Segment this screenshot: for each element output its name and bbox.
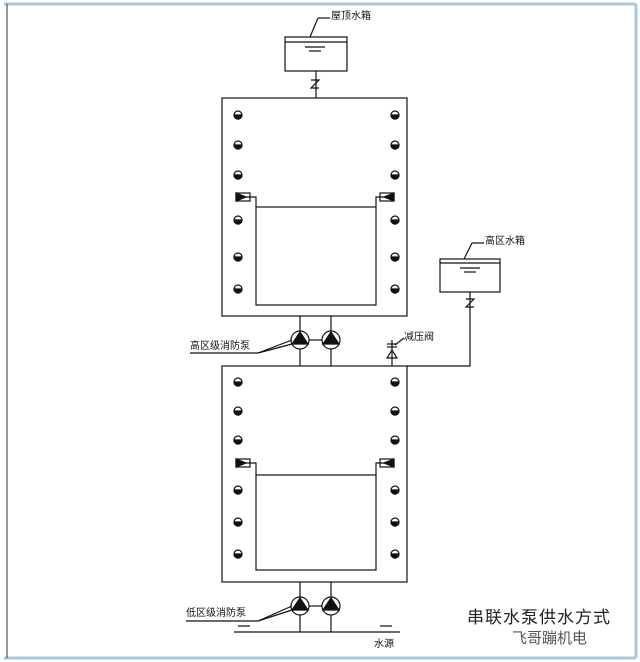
watermark: 飞哥蹦机电 bbox=[512, 629, 588, 647]
high-zone-tank-label: 高区水箱 bbox=[485, 236, 525, 247]
pressure-valve-label: 减压阀 bbox=[404, 332, 434, 343]
roof-tank-label: 屋顶水箱 bbox=[331, 11, 371, 22]
lower-building bbox=[221, 365, 408, 583]
diagram-title: 串联水泵供水方式 bbox=[467, 608, 611, 628]
water-source-label: 水源 bbox=[374, 639, 394, 650]
high-zone-pumps bbox=[190, 316, 341, 366]
roof-tank bbox=[284, 17, 348, 98]
low-zone-pumps-label: 低区级消防泵 bbox=[186, 608, 246, 619]
sprinkler-heads bbox=[233, 110, 400, 559]
upper-building bbox=[221, 97, 408, 317]
high-zone-tank bbox=[385, 242, 501, 367]
high-zone-pumps-label: 高区级消防泵 bbox=[190, 341, 250, 352]
low-zone-pumps bbox=[186, 582, 400, 633]
